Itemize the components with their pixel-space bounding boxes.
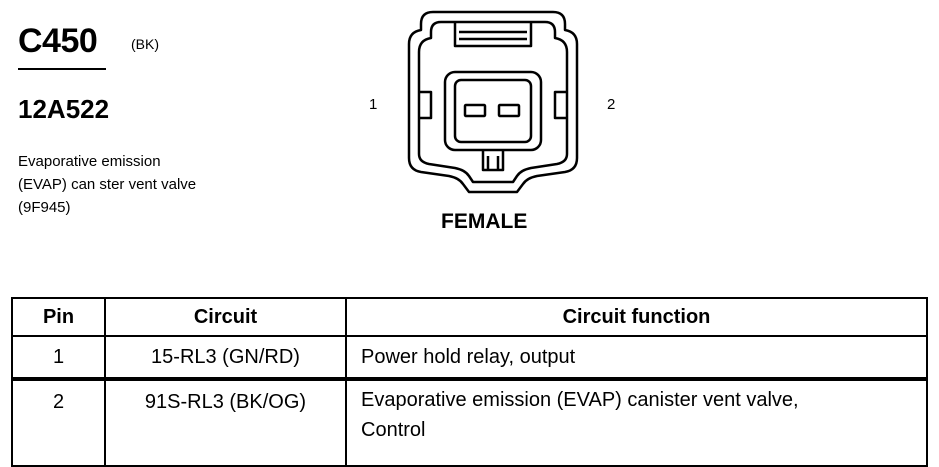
connector-face-diagram (407, 10, 579, 194)
side-tab-left (419, 90, 433, 120)
terminal-pin-2 (497, 103, 521, 118)
description-line: (EVAP) can ster vent valve (18, 176, 197, 193)
connector-outer-shell (407, 10, 579, 194)
function-cell: Evaporative emission (EVAP) canister ven… (345, 378, 928, 467)
function-cell: Power hold relay, output (345, 335, 928, 381)
table-header-row: Pin Circuit Circuit function (11, 297, 928, 337)
function-line: Power hold relay, output (361, 345, 576, 368)
title-underline (18, 68, 106, 70)
description-line: (9F945) (18, 199, 71, 216)
circuit-cell: 15-RL3 (GN/RD) (104, 335, 347, 381)
pin-2-label: 2 (607, 96, 616, 113)
connector-color: (BK) (131, 36, 159, 52)
part-number: 12A522 (18, 94, 110, 124)
header-circuit: Circuit (104, 297, 347, 337)
component-description: Evaporative emission (EVAP) can ster ven… (18, 150, 268, 219)
pin-cell: 2 (11, 378, 106, 467)
terminal-cavity (443, 70, 543, 152)
circuit-cell: 91S-RL3 (BK/OG) (104, 378, 347, 467)
function-line: Evaporative emission (EVAP) canister ven… (361, 389, 799, 411)
pinout-table: Pin Circuit Circuit function 1 15-RL3 (G… (11, 297, 928, 467)
side-tab-right (553, 90, 567, 120)
header-circuit-function: Circuit function (345, 297, 928, 337)
latch (453, 22, 533, 48)
table-row: 2 91S-RL3 (BK/OG) Evaporative emission (… (11, 378, 928, 467)
terminal-pin-1 (463, 103, 487, 118)
connector-inner-shell (417, 20, 569, 184)
gender-label: FEMALE (441, 210, 528, 233)
function-line: Control (361, 419, 426, 441)
table-row: 1 15-RL3 (GN/RD) Power hold relay, outpu… (11, 335, 928, 381)
pin-1-label: 1 (369, 96, 378, 113)
description-line: Evaporative emission (18, 153, 161, 170)
header-pin: Pin (11, 297, 106, 337)
connector-id: C450 (18, 22, 98, 60)
pin-cell: 1 (11, 335, 106, 381)
keyway (481, 150, 505, 172)
